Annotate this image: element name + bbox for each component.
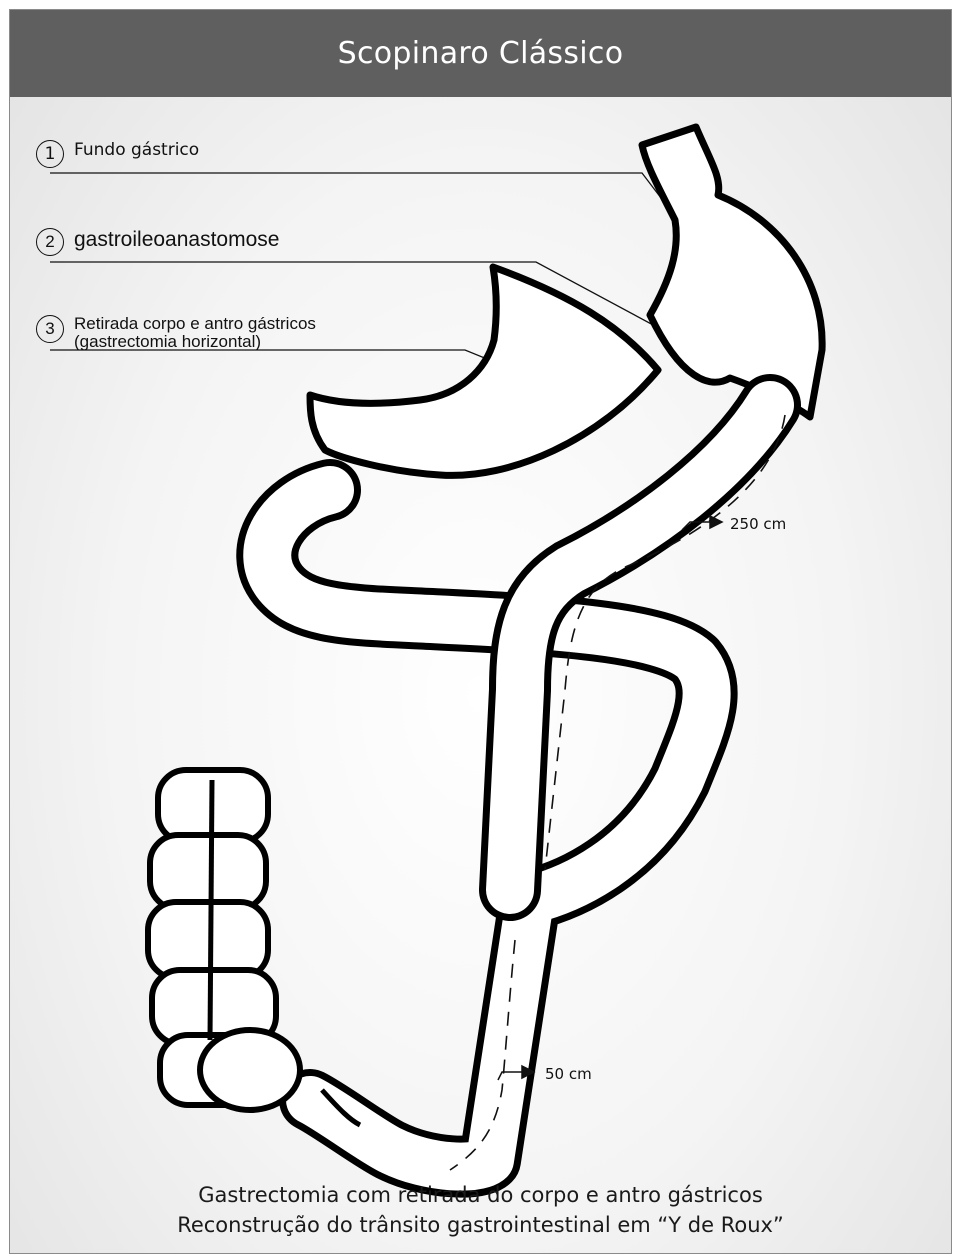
diagram-frame: Scopinaro Clássico [9, 9, 952, 1254]
colon-shape [148, 770, 300, 1110]
removed-stomach-shape [310, 267, 658, 475]
callout-label-2: gastroileoanastomose [74, 228, 279, 252]
anatomy-illustration [10, 10, 951, 1253]
distance-label-upper: 250 cm [730, 515, 786, 533]
callout-label-3-line1: Retirada corpo e antro gástricos [74, 315, 316, 333]
callout-label-3-line2: (gastrectomia horizontal) [74, 333, 316, 351]
callout-number-3: 3 [36, 315, 64, 343]
callout-1: 1 Fundo gástrico [36, 140, 199, 168]
callout-3: 3 Retirada corpo e antro gástricos (gast… [36, 315, 316, 351]
callout-number-2: 2 [36, 228, 64, 256]
gastric-pouch-shape [642, 127, 822, 417]
callout-number-1: 1 [36, 140, 64, 168]
caption-line-1: Gastrectomia com retirada do corpo e ant… [10, 1180, 951, 1210]
caption: Gastrectomia com retirada do corpo e ant… [10, 1180, 951, 1240]
callout-label-1: Fundo gástrico [74, 140, 199, 160]
caption-line-2: Reconstrução do trânsito gastrointestina… [10, 1210, 951, 1240]
callout-2: 2 gastroileoanastomose [36, 228, 279, 256]
distance-label-lower: 50 cm [545, 1065, 592, 1083]
